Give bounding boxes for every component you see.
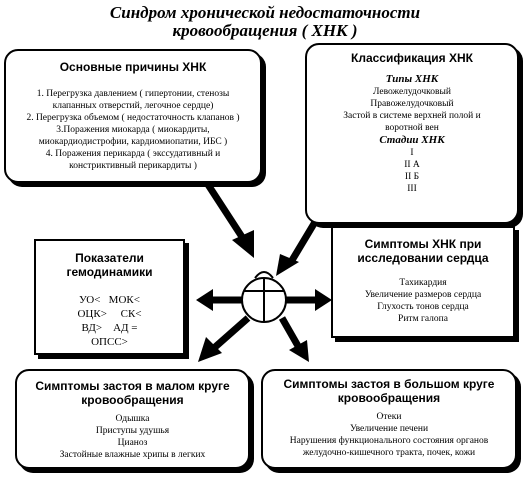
cardiac-symptoms-heading: Симптомы ХНК при bbox=[364, 237, 482, 251]
small-circle-box: Симптомы застоя в малом круге кровообращ… bbox=[15, 369, 250, 469]
type-item: Левожелудочковый bbox=[372, 87, 452, 97]
arrow-to-large-circle bbox=[278, 316, 309, 362]
cardiac-symptom: Глухость тонов сердца bbox=[377, 302, 469, 312]
classification-box: Классификация ХНК Типы ХНК Левожелудочко… bbox=[305, 43, 519, 224]
large-circle-heading: Симптомы застоя в большом круге bbox=[283, 377, 495, 391]
heart-icon bbox=[241, 271, 287, 323]
hemodynamics-line: ВД> АД = bbox=[81, 322, 138, 334]
cardiac-symptom: Ритм галопа bbox=[398, 314, 448, 324]
type-item: воротной вен bbox=[385, 123, 439, 133]
small-circle-heading: кровообращения bbox=[81, 393, 184, 407]
arrow-to-small-circle bbox=[198, 315, 251, 362]
arrow-causes-to-heart bbox=[202, 178, 254, 258]
small-circle-symptom: Застойные влажные хрипы в легких bbox=[59, 450, 206, 460]
causes-line: констриктивный перикардиты ) bbox=[69, 161, 197, 171]
cardiac-symptoms-box: Симптомы ХНК при исследовании сердца Тах… bbox=[331, 226, 515, 338]
large-circle-symptom: желудочно-кишечного тракта, почек, кожи bbox=[302, 448, 476, 458]
small-circle-heading: Симптомы застоя в малом круге bbox=[35, 379, 230, 393]
causes-line: клапанных отверстий, легочное сердце) bbox=[52, 101, 214, 111]
large-circle-symptom: Увеличение печени bbox=[349, 424, 429, 434]
hemodynamics-heading: гемодинамики bbox=[66, 265, 153, 279]
causes-line: 3.Поражения миокарда ( миокардиты, bbox=[56, 125, 210, 135]
small-circle-symptom: Приступы удушья bbox=[95, 426, 170, 436]
large-circle-symptom: Отеки bbox=[376, 412, 402, 422]
causes-line: 2. Перегрузка объемом ( недостаточность … bbox=[26, 113, 240, 123]
type-item: Застой в системе верхней полой и bbox=[343, 111, 481, 121]
hemodynamics-line: ОЦК> СК< bbox=[77, 308, 142, 320]
hemodynamics-line: ОПСС> bbox=[91, 336, 128, 348]
large-circle-symptom: Нарушения функционального состояния орга… bbox=[289, 436, 489, 446]
types-heading: Типы ХНК bbox=[385, 73, 439, 85]
small-circle-symptom: Цианоз bbox=[117, 438, 148, 448]
cardiac-symptoms-heading: исследовании сердца bbox=[357, 251, 489, 265]
stage-item: II А bbox=[404, 160, 420, 170]
causes-line: миокардиодистрофии, кардиомиопатии, ИБС … bbox=[38, 137, 228, 147]
stages-heading: Стадии ХНК bbox=[379, 134, 445, 146]
large-circle-box: Симптомы застоя в большом круге кровообр… bbox=[261, 369, 517, 469]
hemodynamics-line: УО< МОК< bbox=[79, 294, 140, 306]
arrow-to-hemodynamics bbox=[196, 289, 242, 311]
arrow-to-cardiac-symptoms bbox=[286, 289, 332, 311]
small-circle-symptom: Одышка bbox=[115, 414, 150, 424]
cardiac-symptom: Увеличение размеров сердца bbox=[364, 290, 482, 300]
classification-heading: Классификация ХНК bbox=[351, 51, 473, 65]
stage-item: I bbox=[410, 148, 414, 158]
title-line-2: кровообращения ( ХНК ) bbox=[172, 21, 358, 40]
causes-line: 4. Поражения перикарда ( экссудативный и bbox=[45, 149, 221, 159]
stage-item: III bbox=[407, 184, 417, 194]
causes-heading: Основные причины ХНК bbox=[59, 60, 207, 74]
type-item: Правожелудочковый bbox=[370, 99, 454, 109]
large-circle-heading: кровообращения bbox=[337, 391, 441, 405]
diagram-title: Синдром хронической недостаточности кров… bbox=[60, 4, 470, 40]
stage-item: II Б bbox=[404, 172, 420, 182]
title-line-1: Синдром хронической недостаточности bbox=[109, 3, 421, 22]
causes-box: Основные причины ХНК 1. Перегрузка давле… bbox=[4, 49, 262, 183]
cardiac-symptom: Тахикардия bbox=[399, 278, 447, 288]
causes-line: 1. Перегрузка давлением ( гипертонии, ст… bbox=[36, 89, 230, 99]
hemodynamics-box: Показатели гемодинамики УО< МОК< ОЦК> СК… bbox=[34, 239, 185, 355]
hemodynamics-heading: Показатели bbox=[75, 251, 144, 265]
